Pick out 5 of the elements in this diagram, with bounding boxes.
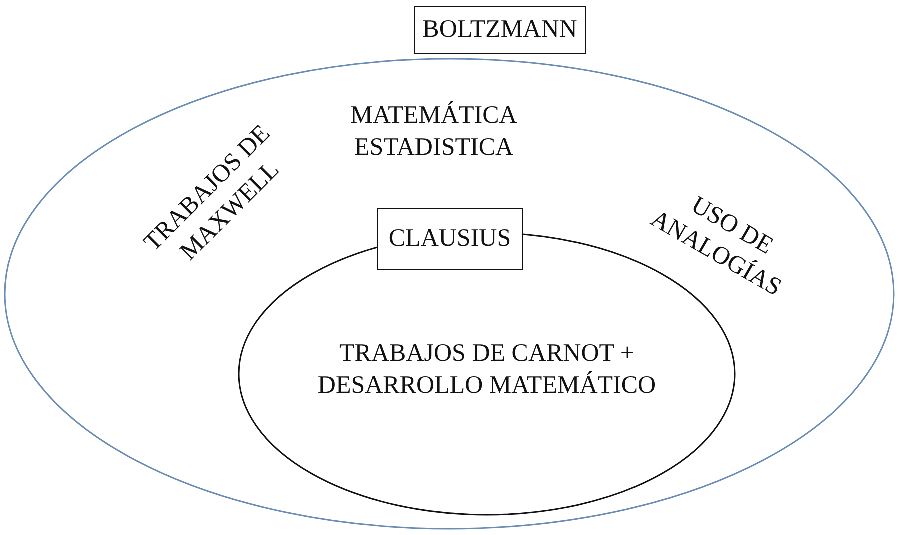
name-box: CLAUSIUS bbox=[377, 208, 523, 270]
region-title: MATEMÁTICA ESTADISTICA bbox=[350, 100, 518, 163]
name-box: BOLTZMANN bbox=[414, 6, 586, 54]
ellipse-region bbox=[4, 58, 895, 530]
region-title: TRABAJOS DE CARNOT + DESARROLLO MATEMÁTICO bbox=[316, 339, 658, 401]
